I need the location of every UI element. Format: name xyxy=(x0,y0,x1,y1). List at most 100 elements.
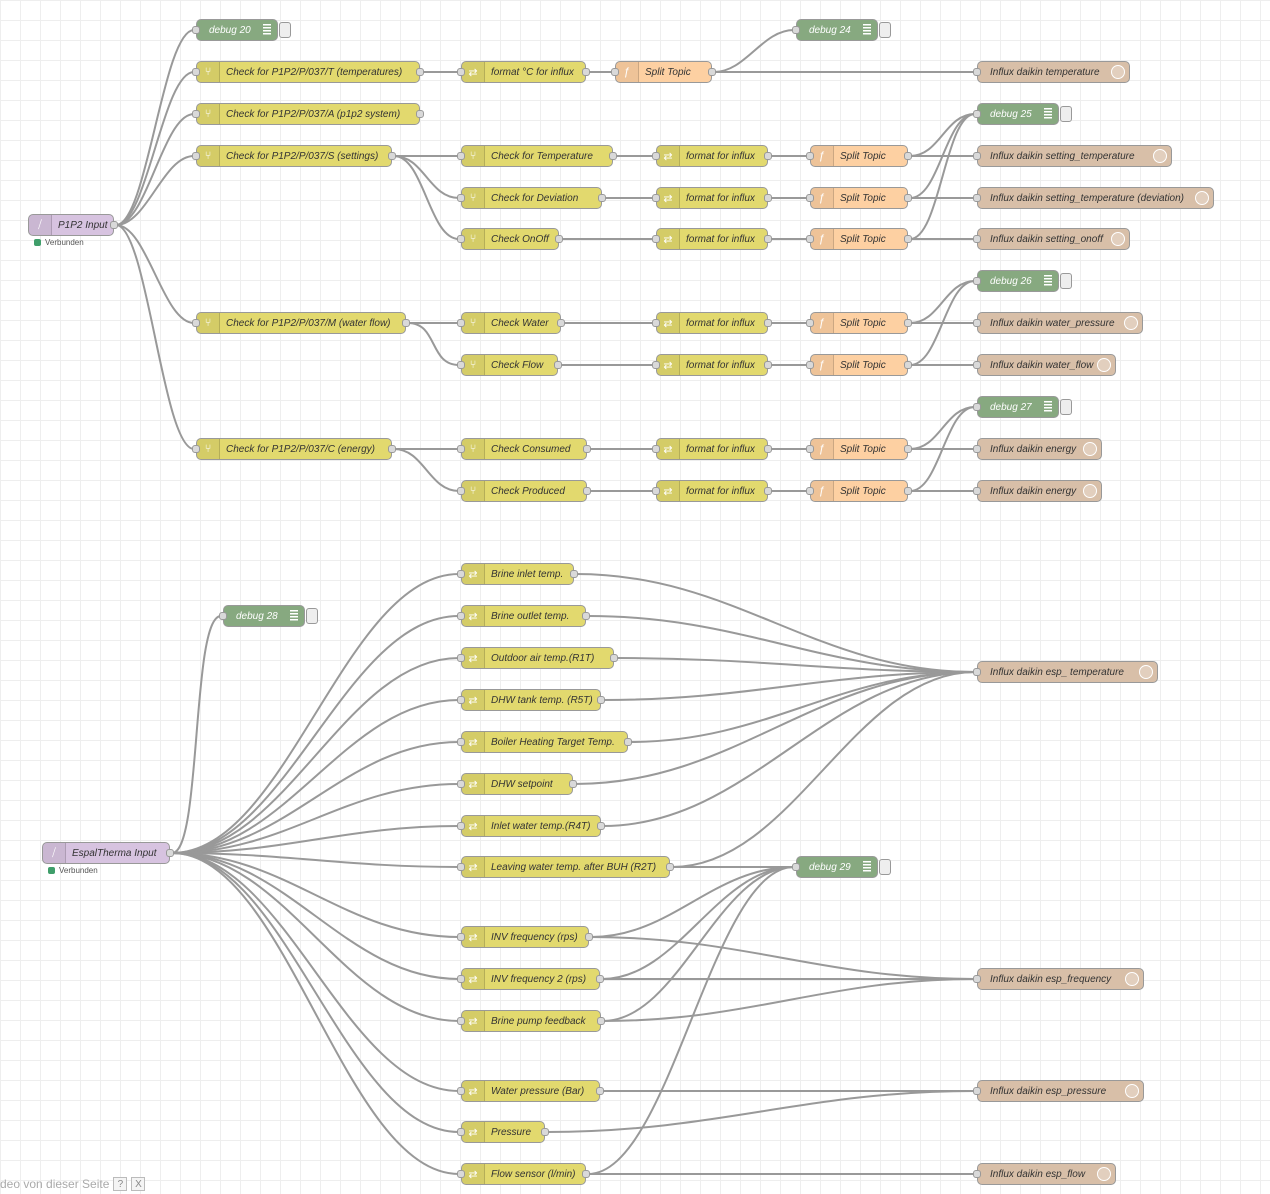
influx-node-infSO[interactable]: Influx daikin setting_onoff xyxy=(973,228,1130,250)
input-port[interactable] xyxy=(457,612,465,620)
change-node-f5[interactable]: ⇄format for influx xyxy=(652,354,772,376)
input-port[interactable] xyxy=(652,361,660,369)
change-node-f7[interactable]: ⇄format for influx xyxy=(652,480,772,502)
debug-node-d29[interactable]: debug 29 xyxy=(792,856,891,878)
input-port[interactable] xyxy=(806,194,814,202)
debug-toggle-button[interactable] xyxy=(306,608,318,624)
wire-in2-e6[interactable] xyxy=(171,783,460,854)
change-node-fmtC[interactable]: ⇄format °C for influx xyxy=(457,61,590,83)
input-port[interactable] xyxy=(792,863,800,871)
output-port[interactable] xyxy=(764,235,772,243)
switch-node-swT[interactable]: ⑂Check for P1P2/P/037/T (temperatures) xyxy=(192,61,424,83)
switch-node-swC[interactable]: ⑂Check for P1P2/P/037/C (energy) xyxy=(192,438,396,460)
output-port[interactable] xyxy=(597,822,605,830)
output-port[interactable] xyxy=(582,1170,590,1178)
wire-in1-swS[interactable] xyxy=(115,155,195,226)
input-port[interactable] xyxy=(192,445,200,453)
wire-s4-d26[interactable] xyxy=(909,280,976,324)
input-port[interactable] xyxy=(457,235,465,243)
wire-in2-e9[interactable] xyxy=(171,852,460,938)
wire-in2-e13[interactable] xyxy=(171,852,460,1133)
change-node-f6[interactable]: ⇄format for influx xyxy=(652,438,772,460)
input-port[interactable] xyxy=(457,1128,465,1136)
change-node-e4[interactable]: ⇄DHW tank temp. (R5T) xyxy=(457,689,605,711)
output-port[interactable] xyxy=(764,152,772,160)
output-port[interactable] xyxy=(904,152,912,160)
input-port[interactable] xyxy=(457,194,465,202)
wire-swS-chkDev[interactable] xyxy=(393,155,460,199)
change-node-e13[interactable]: ⇄Pressure xyxy=(457,1121,549,1143)
help-button[interactable]: ? xyxy=(113,1177,128,1191)
wire-s1-d25[interactable] xyxy=(909,113,976,157)
output-port[interactable] xyxy=(541,1128,549,1136)
output-port[interactable] xyxy=(557,319,565,327)
wire-e10-d29[interactable] xyxy=(601,866,795,980)
switch-node-swM[interactable]: ⑂Check for P1P2/P/037/M (water flow) xyxy=(192,312,410,334)
wire-swM-chkFlow[interactable] xyxy=(407,322,460,366)
input-port[interactable] xyxy=(973,403,981,411)
influx-node-infEP[interactable]: Influx daikin esp_pressure xyxy=(973,1080,1144,1102)
debug-node-d24[interactable]: debug 24 xyxy=(792,19,891,41)
input-port[interactable] xyxy=(973,975,981,983)
output-port[interactable] xyxy=(582,68,590,76)
output-port[interactable] xyxy=(904,319,912,327)
change-node-f2[interactable]: ⇄format for influx xyxy=(652,187,772,209)
wire-e9-d29[interactable] xyxy=(590,866,795,938)
wire-in2-e5[interactable] xyxy=(171,741,460,854)
output-port[interactable] xyxy=(598,194,606,202)
wire-in2-e3[interactable] xyxy=(171,657,460,854)
output-port[interactable] xyxy=(610,654,618,662)
input-port[interactable] xyxy=(192,110,200,118)
switch-node-chkWater[interactable]: ⑂Check Water xyxy=(457,312,565,334)
wire-in2-d28[interactable] xyxy=(171,615,222,854)
change-node-e6[interactable]: ⇄DHW setpoint xyxy=(457,773,577,795)
input-port[interactable] xyxy=(457,696,465,704)
wire-in2-e4[interactable] xyxy=(171,699,460,854)
input-port[interactable] xyxy=(973,235,981,243)
change-node-e1[interactable]: ⇄Brine inlet temp. xyxy=(457,563,578,585)
input-port[interactable] xyxy=(457,361,465,369)
input-port[interactable] xyxy=(973,361,981,369)
input-port[interactable] xyxy=(219,612,227,620)
wire-in2-e11[interactable] xyxy=(171,852,460,1022)
debug-toggle-button[interactable] xyxy=(1060,106,1072,122)
wire-in2-e12[interactable] xyxy=(171,852,460,1092)
output-port[interactable] xyxy=(624,738,632,746)
debug-node-d27[interactable]: debug 27 xyxy=(973,396,1072,418)
output-port[interactable] xyxy=(582,612,590,620)
debug-node-d28[interactable]: debug 28 xyxy=(219,605,318,627)
wire-in2-e10[interactable] xyxy=(171,852,460,980)
wire-in2-e8[interactable] xyxy=(171,852,460,868)
input-port[interactable] xyxy=(973,152,981,160)
input-port[interactable] xyxy=(973,68,981,76)
wire-e9-infEF[interactable] xyxy=(590,936,976,980)
switch-node-swA[interactable]: ⑂Check for P1P2/P/037/A (p1p2 system) xyxy=(192,103,424,125)
input-node-in2[interactable]: ⧸EspalTherma Input xyxy=(42,842,174,864)
influx-node-infSD[interactable]: Influx daikin setting_temperature (devia… xyxy=(973,187,1214,209)
wire-in2-e2[interactable] xyxy=(171,615,460,854)
wire-e2-infET[interactable] xyxy=(587,615,976,673)
output-port[interactable] xyxy=(596,1087,604,1095)
input-port[interactable] xyxy=(652,445,660,453)
output-port[interactable] xyxy=(583,487,591,495)
output-port[interactable] xyxy=(904,487,912,495)
change-node-e11[interactable]: ⇄Brine pump feedback xyxy=(457,1010,605,1032)
change-node-e10[interactable]: ⇄INV frequency 2 (rps) xyxy=(457,968,604,990)
debug-node-d26[interactable]: debug 26 xyxy=(973,270,1072,292)
output-port[interactable] xyxy=(583,445,591,453)
debug-node-d20[interactable]: debug 20 xyxy=(192,19,291,41)
output-port[interactable] xyxy=(416,68,424,76)
output-port[interactable] xyxy=(596,975,604,983)
wire-in1-d20[interactable] xyxy=(115,29,195,226)
input-port[interactable] xyxy=(457,68,465,76)
switch-node-chkTemp[interactable]: ⑂Check for Temperature xyxy=(457,145,617,167)
input-port[interactable] xyxy=(806,319,814,327)
input-port[interactable] xyxy=(973,487,981,495)
input-port[interactable] xyxy=(973,277,981,285)
wire-e4-infET[interactable] xyxy=(602,671,976,701)
